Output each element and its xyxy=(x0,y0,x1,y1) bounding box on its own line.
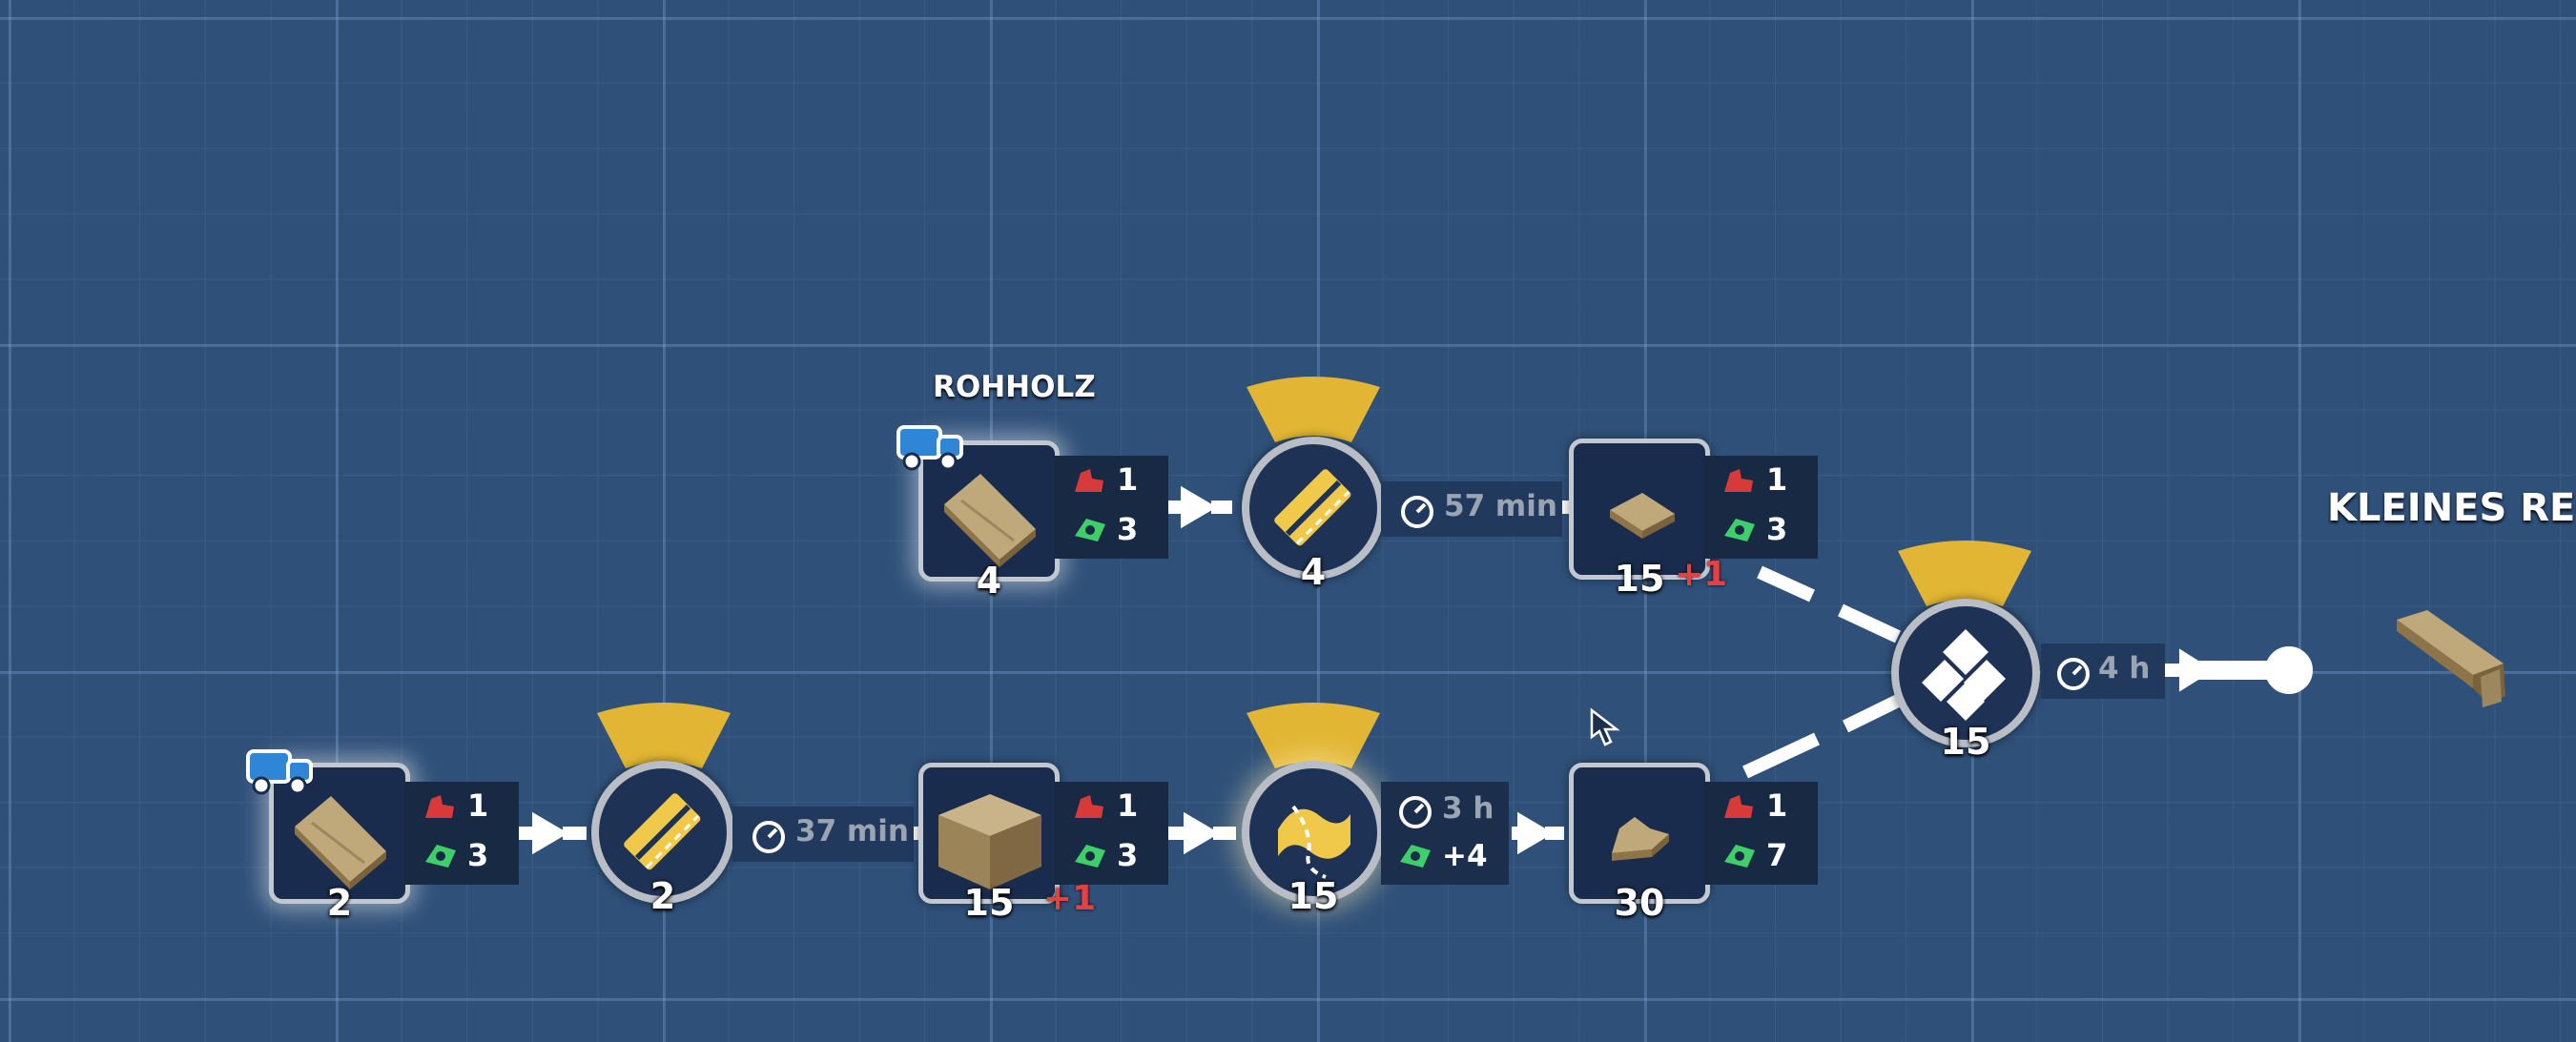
bottom-block-plus: +1 xyxy=(1043,879,1097,918)
truck-icon xyxy=(246,749,313,795)
timer-icon xyxy=(752,821,785,853)
timer-icon xyxy=(1399,796,1432,828)
plank-icon xyxy=(1610,493,1675,539)
bottom-wood-block-tile[interactable]: 15 xyxy=(918,763,1060,924)
top-cut-count: 4 xyxy=(1300,551,1327,593)
money-icon xyxy=(1724,519,1755,541)
cursor-icon xyxy=(1590,707,1620,746)
bottom-piece-strength: 1 xyxy=(1766,787,1788,824)
connector-arrow xyxy=(532,811,568,855)
kleines-regal-label: KLEINES REGAL xyxy=(2327,486,2576,530)
top-cut-timer: 57 min xyxy=(1381,481,1562,537)
connector-segment xyxy=(1842,694,1902,733)
strength-icon xyxy=(1724,469,1753,492)
assembly-time: 4 h xyxy=(2098,651,2151,685)
shape-curve-icon xyxy=(1278,805,1350,879)
rohholz-label: ROHHOLZ xyxy=(933,370,1096,404)
process-indicator xyxy=(1898,541,2031,606)
money-icon xyxy=(1400,845,1431,868)
bottom-block-money: 3 xyxy=(1117,837,1139,873)
bottom-shape-stats: 3 h +4 xyxy=(1381,782,1509,885)
top-source-stats: 1 3 xyxy=(1054,456,1168,559)
connector-arrow xyxy=(1517,811,1554,855)
money-icon xyxy=(1075,845,1105,868)
bottom-shape-count: 15 xyxy=(1288,875,1339,917)
truck-icon xyxy=(896,425,963,471)
bottom-cut-count: 2 xyxy=(649,875,676,917)
cut-saw-icon xyxy=(624,793,701,870)
output-endpoint xyxy=(2265,646,2313,694)
strength-icon xyxy=(1075,469,1103,492)
bottom-shape-process[interactable]: 15 xyxy=(1242,761,1385,917)
connector-arrow xyxy=(1184,811,1220,855)
connector-arrow xyxy=(1181,485,1217,529)
cut-saw-icon xyxy=(1274,469,1351,546)
assembly-icon xyxy=(1922,629,2006,721)
strength-icon xyxy=(425,795,454,818)
wood-piece-icon xyxy=(1612,817,1669,861)
bottom-block-stats: 1 3 xyxy=(1054,782,1168,885)
bottom-piece-count: 30 xyxy=(1614,882,1665,924)
bottom-source-money: 3 xyxy=(467,837,489,873)
top-cut-process[interactable]: 4 xyxy=(1242,437,1385,593)
bottom-block-strength: 1 xyxy=(1117,787,1139,824)
money-icon xyxy=(1724,845,1755,868)
bottom-source-stats: 1 3 xyxy=(404,782,519,885)
bottom-piece-stats: 1 7 xyxy=(1703,782,1818,885)
process-indicator xyxy=(1247,377,1380,442)
top-cut-time: 57 min xyxy=(1444,489,1557,523)
timer-icon xyxy=(2057,658,2090,690)
top-board-money: 3 xyxy=(1766,511,1788,547)
assembly-count: 15 xyxy=(1940,721,1991,763)
top-board-stats: 1 3 xyxy=(1703,456,1818,559)
strength-icon xyxy=(1075,795,1103,818)
bottom-piece-money: 7 xyxy=(1766,837,1788,873)
bottom-source-strength: 1 xyxy=(467,787,489,824)
assembly-process[interactable]: 15 xyxy=(1891,599,2040,763)
timer-icon xyxy=(1401,496,1433,528)
strength-icon xyxy=(1724,795,1753,818)
top-board-plus: +1 xyxy=(1675,555,1728,594)
process-indicator xyxy=(1247,703,1380,768)
wood-block-icon xyxy=(938,794,1041,889)
money-icon xyxy=(425,845,456,868)
connector-segment xyxy=(1838,603,1901,644)
bottom-cut-timer: 37 min xyxy=(732,807,914,862)
bottom-source-count: 2 xyxy=(326,882,353,924)
bottom-shape-money: +4 xyxy=(1442,839,1488,873)
shelf-icon xyxy=(2397,610,2505,707)
bottom-cut-process[interactable]: 2 xyxy=(591,761,734,917)
raw-log-icon xyxy=(944,474,1036,567)
top-board-strength: 1 xyxy=(1766,461,1788,498)
top-source-money: 3 xyxy=(1117,511,1139,547)
bottom-cut-time: 37 min xyxy=(795,814,909,848)
connector-segment xyxy=(1757,565,1815,603)
connector-segment xyxy=(1742,732,1820,779)
raw-log-icon xyxy=(295,796,386,889)
top-board-count: 15 xyxy=(1614,558,1665,600)
assembly-timer: 4 h xyxy=(2041,644,2165,699)
bottom-shape-time: 3 h xyxy=(1442,791,1494,826)
bottom-wood-piece-tile[interactable]: 30 xyxy=(1569,763,1710,924)
bottom-block-count: 15 xyxy=(963,882,1015,924)
money-icon xyxy=(1075,519,1105,541)
top-source-strength: 1 xyxy=(1117,461,1139,498)
process-indicator xyxy=(597,703,731,768)
top-source-count: 4 xyxy=(976,560,1002,602)
